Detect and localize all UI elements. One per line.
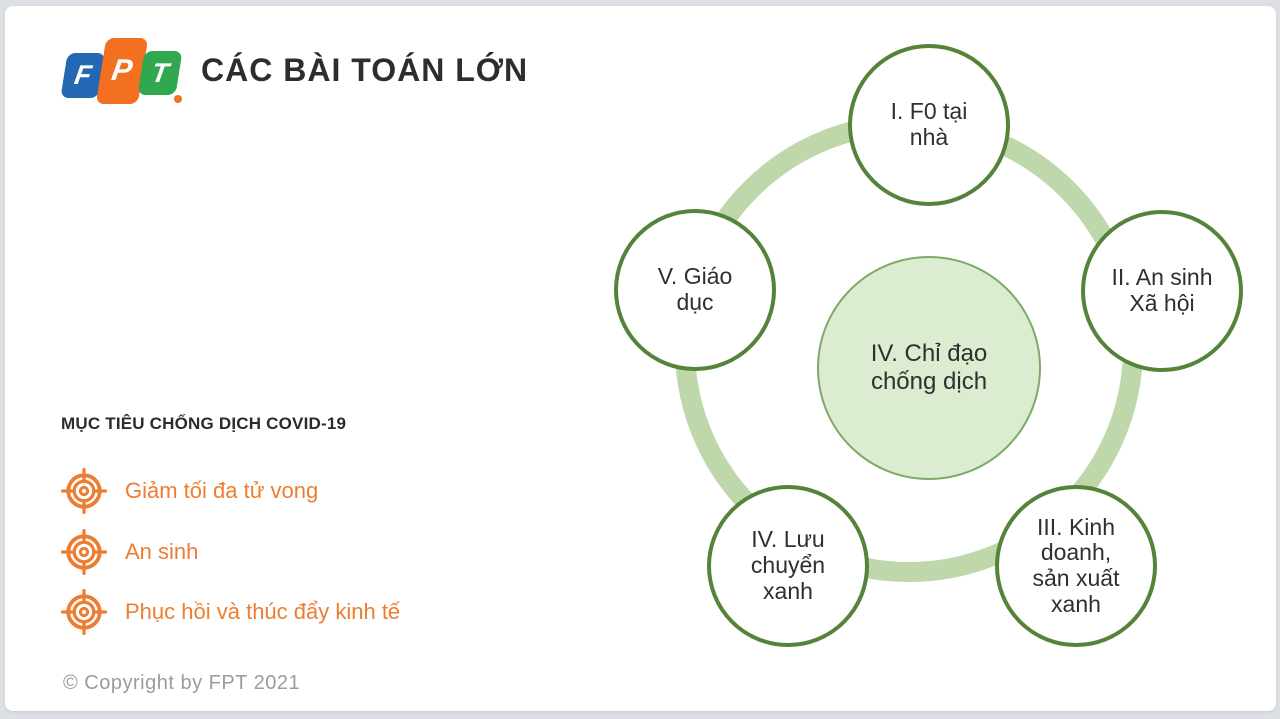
target-icon (61, 468, 107, 514)
cycle-diagram: IV. Chỉ đạo chống dịch I. F0 tại nhà II.… (5, 6, 1276, 711)
page-title: CÁC BÀI TOÁN LỚN (201, 52, 529, 88)
copyright-text: © Copyright by FPT 2021 (63, 672, 301, 694)
diagram-node-kinh-doanh-san-xuat-xanh: III. Kinh doanh, sản xuất xanh (995, 485, 1157, 647)
slide: F P T CÁC BÀI TOÁN LỚN MỤC TIÊU CHỐNG DỊ… (5, 6, 1276, 711)
objective-label: Phục hồi và thúc đẩy kinh tế (125, 599, 401, 624)
diagram-node-an-sinh-xa-hoi: II. An sinh Xã hội (1081, 210, 1243, 372)
objective-item: Giảm tối đa tử vong (61, 468, 318, 514)
center-node-label: IV. Chỉ đạo chống dịch (870, 340, 988, 395)
objective-item: An sinh (61, 529, 198, 575)
logo-trademark-dot (174, 95, 182, 103)
target-icon (61, 529, 107, 575)
node-label: V. Giáo dục (657, 263, 733, 315)
diagram-node-f0-tai-nha: I. F0 tại nhà (848, 44, 1010, 206)
diagram-center-node: IV. Chỉ đạo chống dịch (817, 256, 1041, 480)
objective-label: Giảm tối đa tử vong (125, 478, 319, 503)
objective-item: Phục hồi và thúc đẩy kinh tế (61, 589, 400, 635)
node-label: IV. Lưu chuyển xanh (750, 526, 826, 604)
diagram-node-giao-duc: V. Giáo dục (614, 209, 776, 371)
objectives-heading: MỤC TIÊU CHỐNG DỊCH COVID-19 (61, 414, 347, 433)
objective-label: An sinh (125, 539, 199, 564)
diagram-node-luu-chuyen-xanh: IV. Lưu chuyển xanh (707, 485, 869, 647)
fpt-logo: F P T (60, 38, 183, 104)
node-label: I. F0 tại nhà (890, 98, 968, 150)
target-icon (61, 589, 107, 635)
node-label: II. An sinh Xã hội (1111, 264, 1213, 316)
node-label: III. Kinh doanh, sản xuất xanh (1032, 513, 1120, 617)
